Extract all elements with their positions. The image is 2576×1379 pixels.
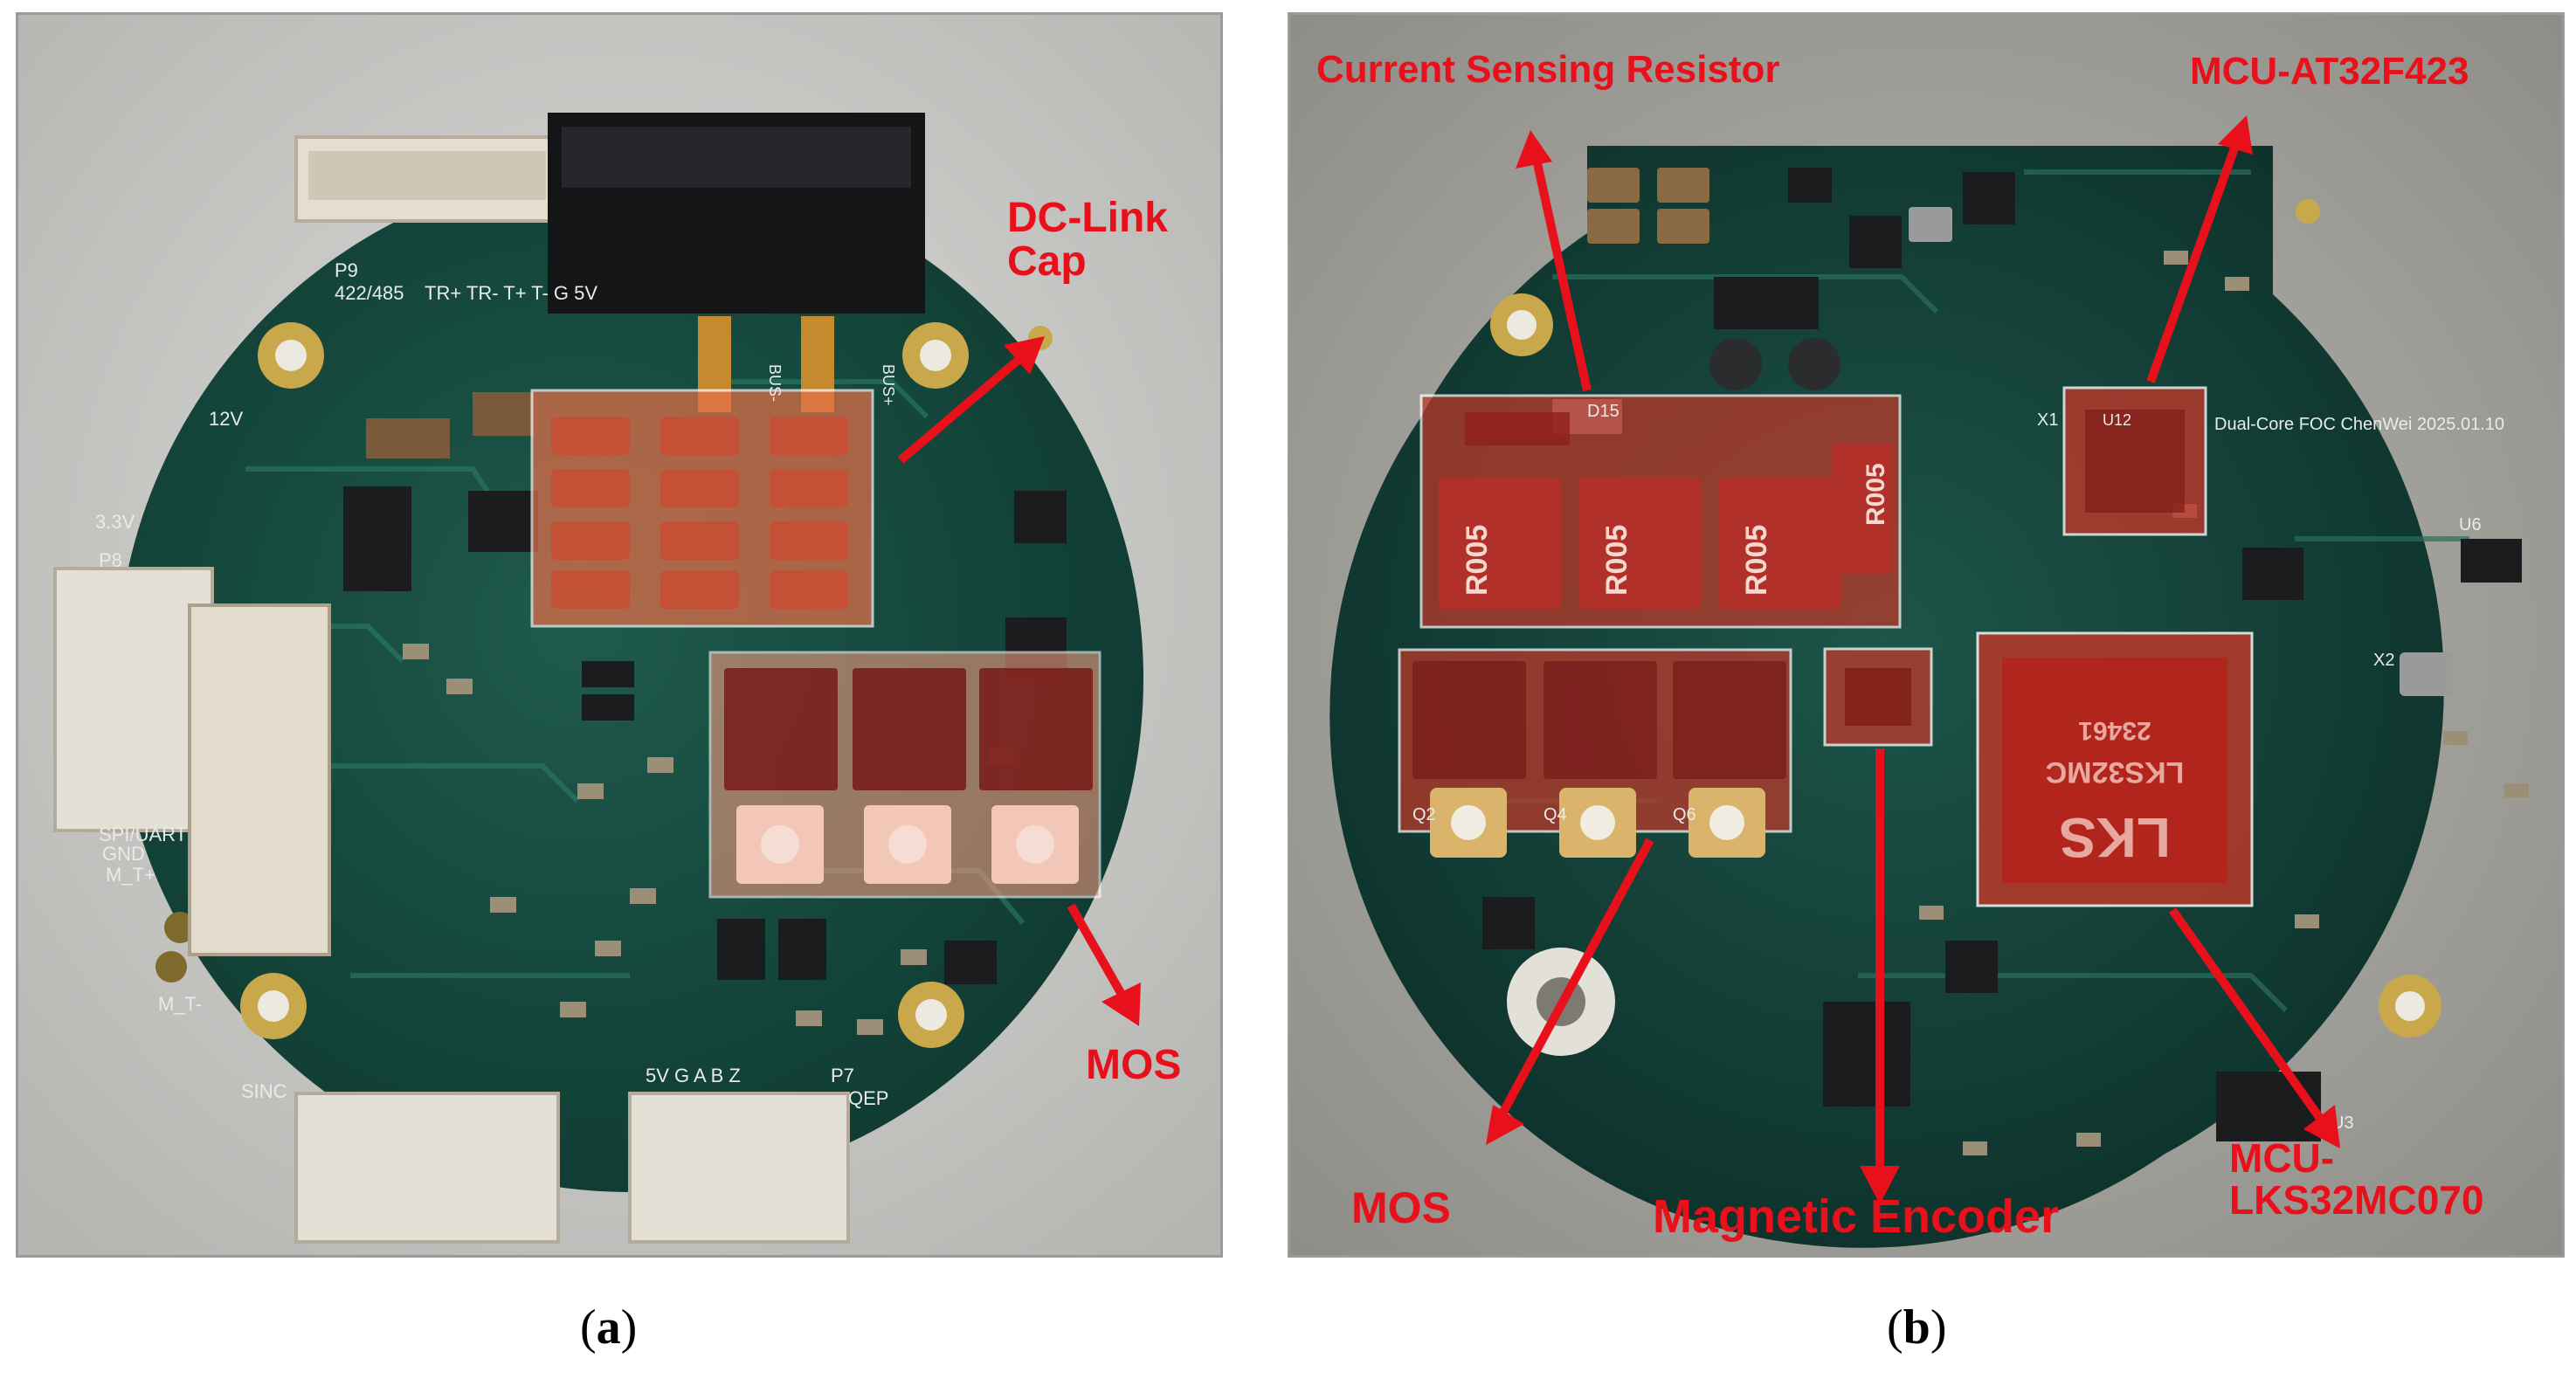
r005-label-2: R005 (1600, 525, 1633, 596)
silk-12v: 12V (209, 408, 243, 430)
silk-d15: D15 (1587, 402, 1619, 421)
silk-qep: QEP (848, 1087, 888, 1109)
mcu-lks-arrow (2168, 907, 2325, 1122)
dc-link-arrow (897, 356, 1022, 464)
lks-chip-marking: LKS32MC (2046, 755, 2185, 789)
silk-q2: Q2 (1412, 805, 1436, 824)
silk-p8: P8 (99, 549, 122, 571)
silk-mt-plus: M_T+ (106, 864, 155, 886)
caption-a: (a) (580, 1300, 638, 1355)
silk-33v: 3.3V (95, 511, 135, 533)
silk-p9-port: 422/485 (335, 282, 404, 304)
mcu-lks-label: MCU- LKS32MC070 (2229, 1135, 2484, 1224)
silk-x2: X2 (2373, 651, 2394, 670)
silk-x1: X1 (2037, 410, 2058, 430)
caption-a-letter: a (596, 1300, 621, 1355)
silk-note-line: Dual-Core FOC ChenWei 2025.01.10 (2214, 415, 2504, 434)
r005-label-1: R005 (1461, 525, 1494, 596)
current-sensing-arrow (1533, 162, 1592, 392)
mcu-at32-label: MCU-AT32F423 (2190, 50, 2469, 93)
mos-label-a: MOS (1086, 1042, 1182, 1088)
silk-gnd: GND (102, 843, 145, 865)
silk-mt-minus: M_T- (158, 993, 202, 1015)
silk-p7: P7 (831, 1065, 854, 1086)
silk-qep-pins: 5V G A B Z (646, 1065, 741, 1086)
mos-arrow-b (1497, 838, 1654, 1118)
silk-bus-plus: BUS+ (880, 364, 897, 406)
current-sensing-resistor-label: Current Sensing Resistor (1316, 48, 1780, 91)
panel-a-photo: P9 422/485 TR+ TR- T+ T- G 5V 12V 3.3V P… (16, 12, 1223, 1258)
r005-label-3: R005 (1740, 525, 1773, 596)
silk-sinc: SINC (241, 1080, 287, 1102)
lks-code-marking: 23461 (2078, 716, 2151, 745)
caption-b-letter: b (1903, 1300, 1930, 1355)
silk-u12: U12 (2103, 411, 2131, 429)
mos-label-b: MOS (1351, 1183, 1451, 1232)
mos-arrow-a (1067, 903, 1128, 1000)
lks-logo-marking: LKS (2059, 806, 2171, 869)
panel-b-photo: R005 R005 R005 R005 LKS32MC 23461 LKS (1288, 12, 2565, 1258)
silk-spi-uart: SPI/UART (99, 824, 187, 845)
silk-p9-pins: TR+ TR- T+ T- G 5V (425, 282, 597, 304)
board-a-illustration: P9 422/485 TR+ TR- T+ T- G 5V 12V 3.3V P… (18, 15, 1220, 1255)
mcu-at32-arrow (2146, 144, 2240, 383)
silk-q4: Q4 (1544, 805, 1567, 824)
board-b-illustration: R005 R005 R005 R005 LKS32MC 23461 LKS (1290, 15, 2562, 1255)
caption-b: (b) (1887, 1300, 1947, 1355)
magnetic-encoder-label: Magnetic Encoder (1653, 1190, 2060, 1243)
silk-bus-minus: BUS- (766, 364, 784, 402)
silk-q6: Q6 (1673, 805, 1696, 824)
silk-p9: P9 (335, 259, 358, 281)
silk-u6: U6 (2459, 515, 2482, 534)
dc-link-cap-label: DC-Link Cap (1007, 195, 1168, 286)
r005-label-4: R005 (1861, 463, 1890, 526)
